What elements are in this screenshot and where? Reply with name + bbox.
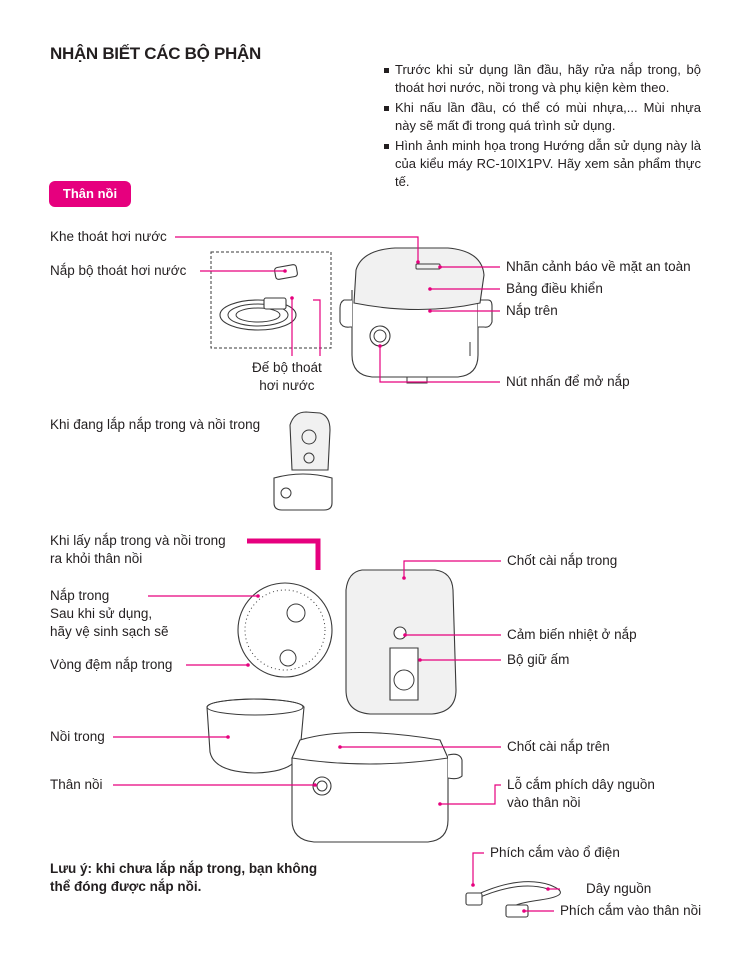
label-inner-lid: Nắp trong Sau khi sử dụng, hãy vệ sinh s…	[50, 588, 169, 639]
notes-list: Trước khi sử dụng lần đầu, hãy rửa nắp t…	[383, 61, 701, 193]
rice-cooker-installing-illustration	[273, 411, 333, 511]
label-body-plug: Phích cắm vào thân nồi	[560, 903, 702, 918]
label-inner-pot: Nồi trong	[50, 729, 105, 744]
label-open-button: Nút nhấn để mở nắp	[506, 374, 630, 389]
label-safety-label: Nhãn cảnh báo về mặt an toàn	[506, 259, 691, 274]
label-top-lid: Nắp trên	[506, 303, 558, 318]
label-while-installing: Khi đang lắp nắp trong và nồi trong	[50, 417, 261, 432]
note-item: Khi nấu lần đầu, có thể có mùi nhựa,... …	[383, 99, 701, 135]
label-wall-plug: Phích cắm vào ổ điện	[490, 845, 620, 860]
label-steam-base: Đế bộ thoát hơi nước	[252, 360, 322, 393]
rice-cooker-open-illustration	[206, 569, 463, 843]
note-item: Trước khi sử dụng lần đầu, hãy rửa nắp t…	[383, 61, 701, 97]
rice-cooker-closed-illustration	[339, 247, 493, 384]
section-badge: Thân nồi	[49, 181, 131, 207]
steam-vent-detail-box	[210, 251, 332, 349]
label-steam-cover: Nắp bộ thoát hơi nước	[50, 263, 187, 278]
steam-vent-illustration	[219, 264, 298, 331]
label-when-removing: Khi lấy nắp trong và nồi trong ra khỏi t…	[50, 533, 226, 566]
label-control-panel: Bảng điều khiển	[506, 281, 603, 296]
page-title: NHẬN BIẾT CÁC BỘ PHẬN	[50, 44, 261, 63]
label-inner-lid-gasket: Vòng đệm nắp trong	[50, 657, 173, 672]
label-inner-lid-latch: Chốt cài nắp trong	[507, 553, 618, 568]
label-heat-keeper: Bộ giữ ấm	[507, 652, 570, 667]
label-lid-sensor: Cảm biến nhiệt ở nắp	[507, 627, 637, 642]
note-item: Hình ảnh minh họa trong Hướng dẫn sử dụn…	[383, 137, 701, 191]
label-body: Thân nồi	[50, 777, 103, 792]
label-steam-slot: Khe thoát hơi nước	[50, 229, 167, 244]
label-power-socket: Lỗ cắm phích dây nguồn vào thân nồi	[507, 777, 655, 810]
note-bottom: Lưu ý: khi chưa lắp nắp trong, bạn không…	[50, 861, 318, 894]
label-power-cord: Dây nguồn	[586, 881, 652, 896]
power-cord-illustration	[465, 881, 561, 918]
label-top-lid-latch: Chốt cài nắp trên	[507, 739, 610, 754]
leader-lines	[113, 236, 560, 913]
